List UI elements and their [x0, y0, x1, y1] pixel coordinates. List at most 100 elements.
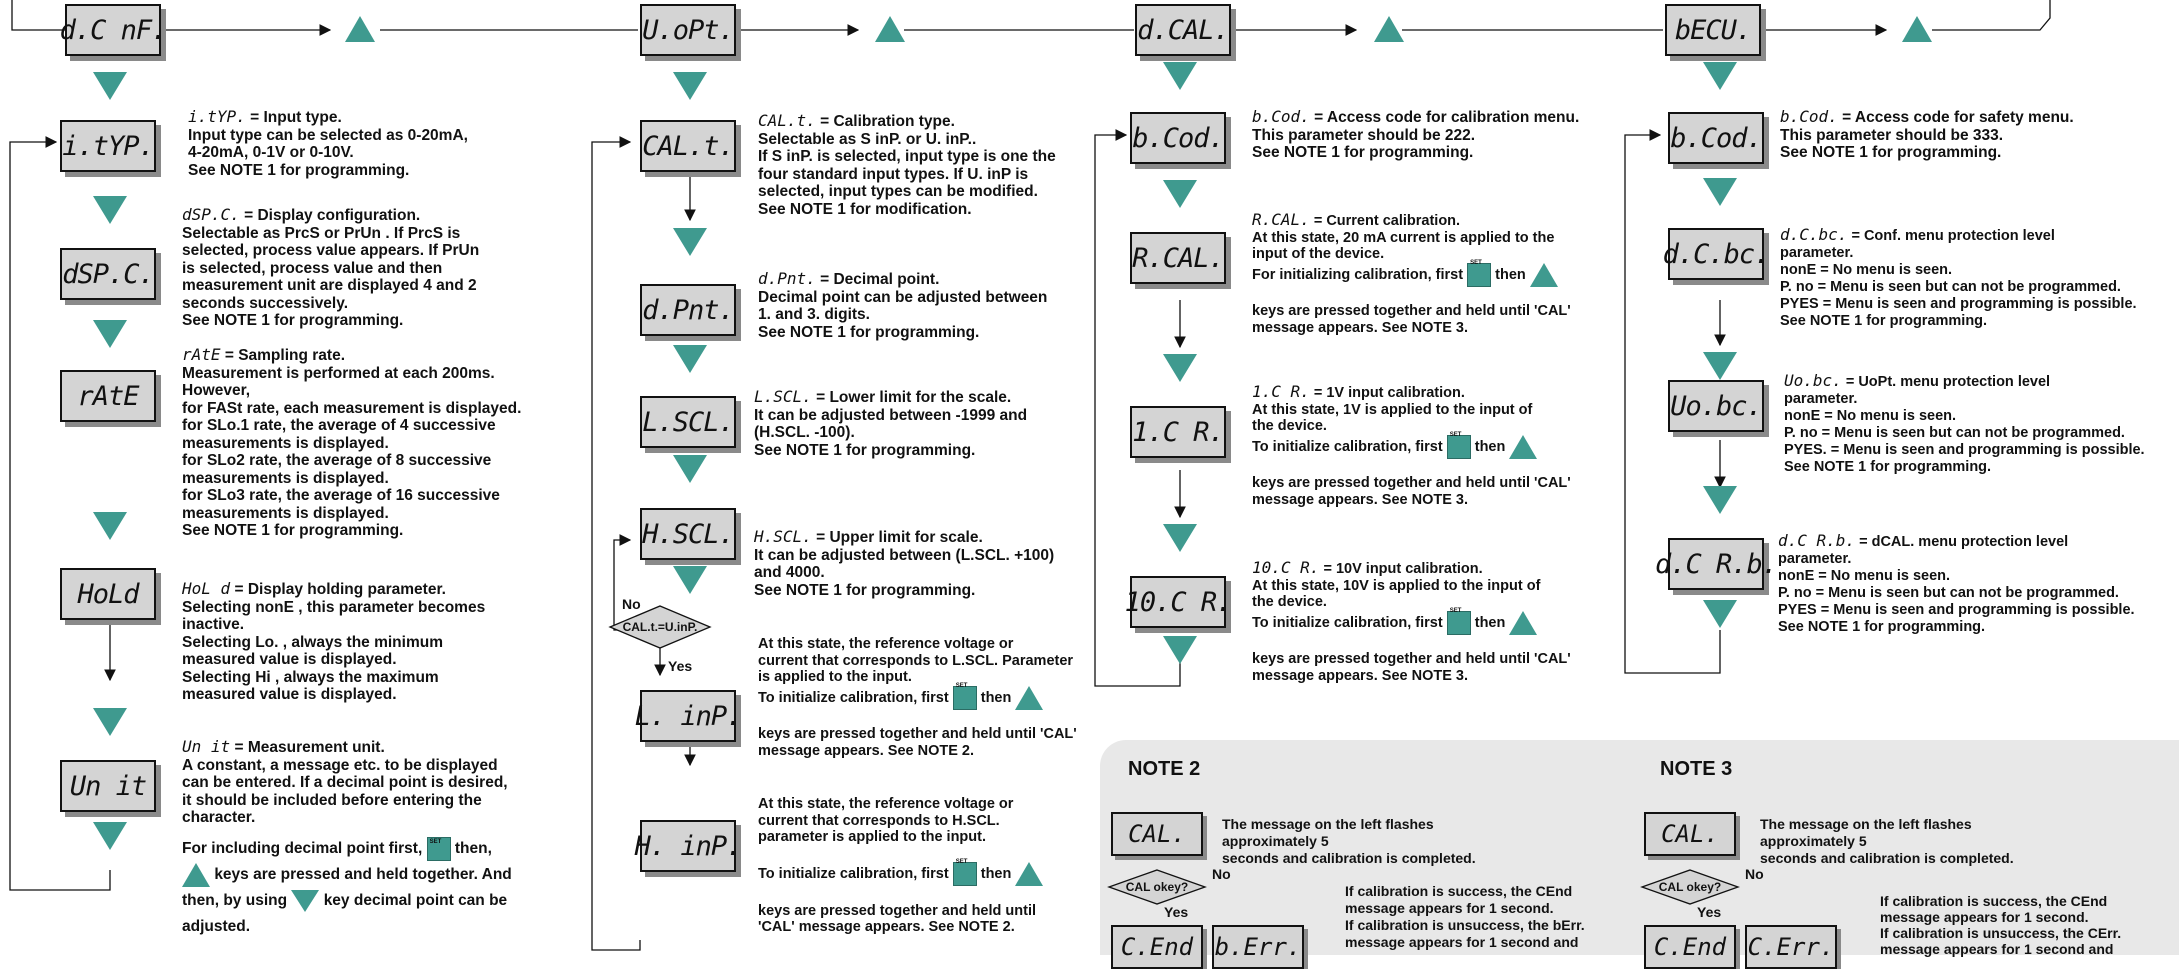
desc-dcbc: d.C.bc. = Conf. menu protection level pa…	[1780, 225, 2137, 329]
menu-box-uopt: U.oPt.	[640, 4, 736, 56]
set-key-icon	[1467, 255, 1492, 287]
down-key-icon	[93, 822, 127, 850]
param-box-unit: Un it	[60, 760, 156, 812]
param-box-dcbc: d.C.bc.	[1663, 228, 1770, 280]
desc-rcal: R.CAL. = Current calibration. At this st…	[1252, 211, 1602, 336]
param-box-bcod-safety: b.Cod.	[1668, 112, 1764, 164]
down-key-icon	[1163, 62, 1197, 90]
note2-decision-label: CAL okey?	[1125, 880, 1189, 894]
desc-calt: CAL.t. = Calibration type. Selectable as…	[758, 111, 1056, 218]
desc-bcod-safety: b.Cod. = Access code for safety menu. Th…	[1780, 107, 2074, 161]
param-box-bcod-cal: b.Cod.	[1130, 112, 1226, 164]
down-key-icon	[1703, 600, 1737, 628]
param-box-lscl: L.SCL.	[640, 396, 736, 448]
desc-10cr: 10.C R. = 10V input calibration. At this…	[1252, 559, 1602, 684]
param-box-calt: CAL.t.	[640, 120, 736, 172]
up-key-icon	[1509, 434, 1538, 459]
note2-title: NOTE 2	[1128, 758, 1201, 780]
up-key-icon	[1529, 262, 1558, 287]
desc-lscl: L.SCL. = Lower limit for the scale. It c…	[754, 387, 1028, 459]
note2-flash-text: The message on the left flashes approxim…	[1222, 816, 1476, 866]
desc-rate: rAtE = Sampling rate. Measurement is per…	[182, 345, 522, 539]
down-key-icon	[1163, 354, 1197, 382]
down-key-icon	[673, 228, 707, 256]
up-key-icon	[1015, 685, 1044, 710]
down-key-icon	[1703, 62, 1737, 90]
param-box-ityp: i.tYP.	[60, 120, 156, 172]
note3-decision-label: CAL okey?	[1658, 880, 1722, 894]
desc-dpnt: d.Pnt. = Decimal point. Decimal point ca…	[758, 269, 1048, 341]
param-box-hinp: H. inP.	[635, 820, 742, 872]
down-key-icon	[1163, 636, 1197, 664]
up-key-icon	[182, 862, 210, 887]
desc-hscl: H.SCL. = Upper limit for scale. It can b…	[754, 527, 1055, 599]
desc-unit-decimal: For including decimal point first, then,…	[182, 829, 582, 940]
up-key-icon	[875, 16, 905, 42]
param-box-dpnt: d.Pnt.	[640, 284, 736, 336]
param-box-hold: HoLd	[60, 568, 156, 620]
set-key-icon	[952, 854, 977, 886]
param-box-dspc: dSP.C.	[60, 248, 156, 300]
note2-cal-box: CAL.	[1111, 812, 1203, 856]
set-key-icon	[952, 678, 977, 710]
menu-box-dconf: d.C nF.	[60, 4, 167, 56]
note2-decision-diamond	[1107, 869, 1207, 905]
down-key-icon	[673, 345, 707, 373]
menu-box-secu: bECU.	[1665, 4, 1761, 56]
up-key-icon	[345, 16, 375, 42]
note2-no-label: No	[1212, 866, 1231, 882]
note3-yes-label: Yes	[1697, 904, 1722, 920]
param-box-rate: rAtE	[60, 370, 156, 422]
down-key-icon	[93, 72, 127, 100]
note3-no-label: No	[1745, 866, 1764, 882]
param-box-10cr: 10.C R.	[1125, 576, 1232, 628]
param-box-dcrb: d.C R.b.	[1655, 538, 1778, 590]
up-key-icon	[1015, 862, 1044, 886]
desc-bcod-cal: b.Cod. = Access code for calibration men…	[1252, 107, 1580, 161]
down-key-icon	[93, 512, 127, 540]
desc-unit: Un it = Measurement unit. A constant, a …	[182, 737, 508, 826]
down-key-icon	[93, 196, 127, 224]
up-key-icon	[1902, 16, 1932, 42]
down-key-icon	[1703, 486, 1737, 514]
no-label: No	[622, 596, 641, 612]
down-key-icon	[291, 889, 320, 912]
desc-dspc: dSP.C. = Display configuration. Selectab…	[182, 205, 480, 329]
down-key-icon	[93, 708, 127, 736]
yes-label: Yes	[668, 658, 693, 674]
note3-err-box: C.Err.	[1745, 925, 1837, 969]
param-box-uobc: Uo.bc.	[1668, 380, 1764, 432]
down-key-icon	[1163, 524, 1197, 552]
down-key-icon	[93, 320, 127, 348]
decision-label: CAL.t.=U.inP.	[622, 620, 698, 634]
note2-yes-label: Yes	[1164, 904, 1189, 920]
desc-ityp: i.tYP. = Input type. Input type can be s…	[188, 107, 468, 179]
param-box-hscl: H.SCL.	[640, 508, 736, 560]
down-key-icon	[673, 455, 707, 483]
down-key-icon	[1703, 178, 1737, 206]
set-key-icon	[1446, 603, 1471, 635]
note3-title: NOTE 3	[1660, 758, 1733, 780]
desc-dcrb: d.C R.b. = dCAL. menu protection level p…	[1778, 531, 2135, 635]
up-key-icon	[1374, 16, 1404, 42]
down-key-icon	[673, 72, 707, 100]
note3-cal-box: CAL.	[1644, 812, 1736, 856]
note2-end-box: C.End	[1111, 925, 1203, 969]
desc-uobc: Uo.bc. = UoPt. menu protection level par…	[1784, 371, 2145, 475]
note3-end-box: C.End	[1644, 925, 1736, 969]
note3-decision-diamond	[1640, 869, 1740, 905]
set-key-icon	[426, 829, 451, 861]
down-key-icon	[673, 566, 707, 594]
note2-err-box: b.Err.	[1212, 925, 1304, 969]
param-box-linp: L. inP.	[635, 690, 742, 742]
desc-hold: HoL d = Display holding parameter. Selec…	[182, 579, 486, 703]
desc-1cr: 1.C R. = 1V input calibration. At this s…	[1252, 383, 1602, 508]
menu-box-dcal: d.CAL.	[1135, 4, 1231, 56]
set-key-icon	[1446, 427, 1471, 459]
down-key-icon	[1163, 180, 1197, 208]
param-box-1cr: 1.C R.	[1130, 406, 1226, 458]
